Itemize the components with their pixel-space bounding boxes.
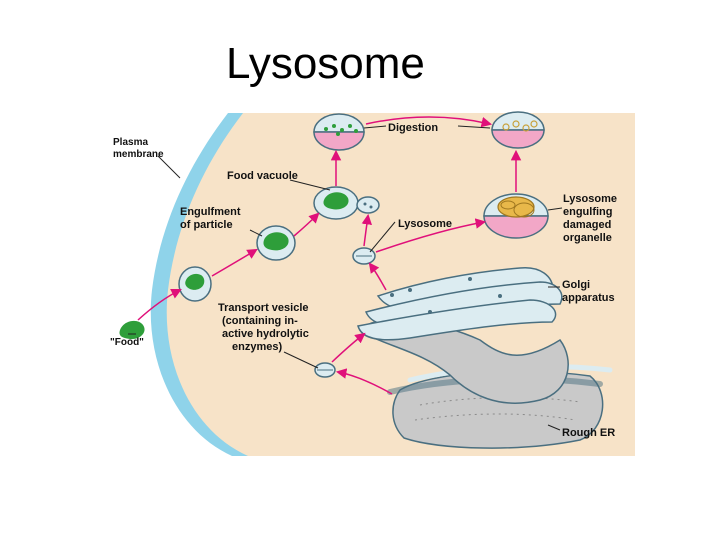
label-engulfment: Engulfment of particle	[180, 206, 244, 231]
label-rough-er: Rough ER	[562, 427, 615, 439]
arrow-transport-to-golgi	[331, 332, 366, 363]
food-particle	[119, 320, 145, 340]
arrow-er-to-transport	[335, 368, 393, 395]
process-arrows	[137, 116, 522, 395]
slide-title: Lysosome	[226, 39, 425, 88]
food-vacuole	[313, 186, 380, 220]
arrow-digestion-cycle	[365, 116, 493, 128]
label-digestion: Digestion	[388, 122, 438, 134]
label-lysosome: Lysosome	[398, 218, 452, 230]
label-lysosome-engulfing: Lysosome engulfing damaged organelle	[563, 193, 620, 244]
lysosome-engulfing-organelle	[483, 193, 549, 239]
arrow-golgi-to-lysosome	[368, 262, 387, 291]
plasma-membrane-band	[150, 113, 248, 456]
label-transport-vesicle: Transport vesicle (containing in- active…	[218, 302, 312, 353]
label-plasma-membrane: Plasma membrane	[113, 137, 164, 160]
digestion-vesicle-left	[313, 113, 365, 151]
arrow-engulfed-to-vacuole	[293, 212, 320, 237]
leader-lines	[128, 125, 563, 431]
vesicle-engulfed-particle	[256, 225, 296, 261]
digestion-vesicle-right	[491, 111, 545, 149]
label-food: "Food"	[110, 337, 144, 348]
arrow-lysosome-to-engulfing	[375, 218, 487, 253]
label-golgi-apparatus: Golgi apparatus	[562, 279, 615, 304]
lysosome-vesicle	[352, 247, 376, 265]
arrow-bud-to-engulfed	[211, 248, 258, 277]
label-food-vacuole: Food vacuole	[227, 170, 298, 182]
arrow-lysosome-to-vacuole	[361, 213, 373, 247]
arrow-food-to-membrane	[137, 289, 182, 321]
vesicle-membrane-bud	[178, 266, 212, 302]
transport-vesicle	[314, 362, 336, 378]
golgi-apparatus	[357, 267, 569, 404]
